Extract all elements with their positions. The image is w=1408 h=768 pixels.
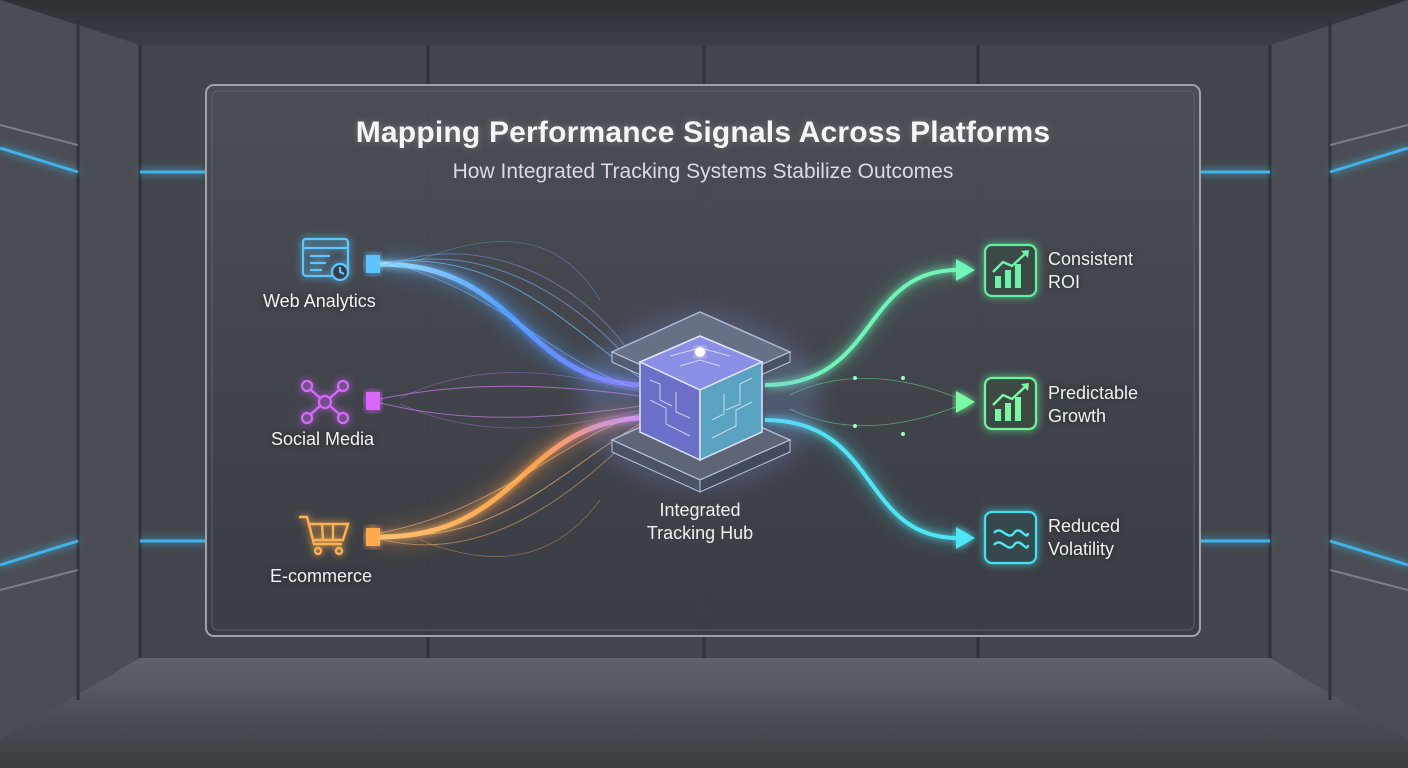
light-strips <box>0 146 1408 567</box>
wave-lines-icon <box>983 510 1038 565</box>
roi-chart-icon <box>983 243 1038 298</box>
social-media-port <box>366 392 380 410</box>
circuit-cube-icon <box>580 310 820 493</box>
network-nodes-icon <box>300 379 350 425</box>
ecommerce-port <box>366 528 380 546</box>
floor <box>0 658 1408 768</box>
left-wall <box>0 0 140 740</box>
shopping-cart-icon <box>299 515 350 556</box>
right-wall <box>1270 0 1408 740</box>
growth-chart-icon <box>983 376 1038 431</box>
web-analytics-port <box>366 255 380 273</box>
ceiling <box>0 0 1408 45</box>
browser-window-clock-icon <box>301 237 350 282</box>
